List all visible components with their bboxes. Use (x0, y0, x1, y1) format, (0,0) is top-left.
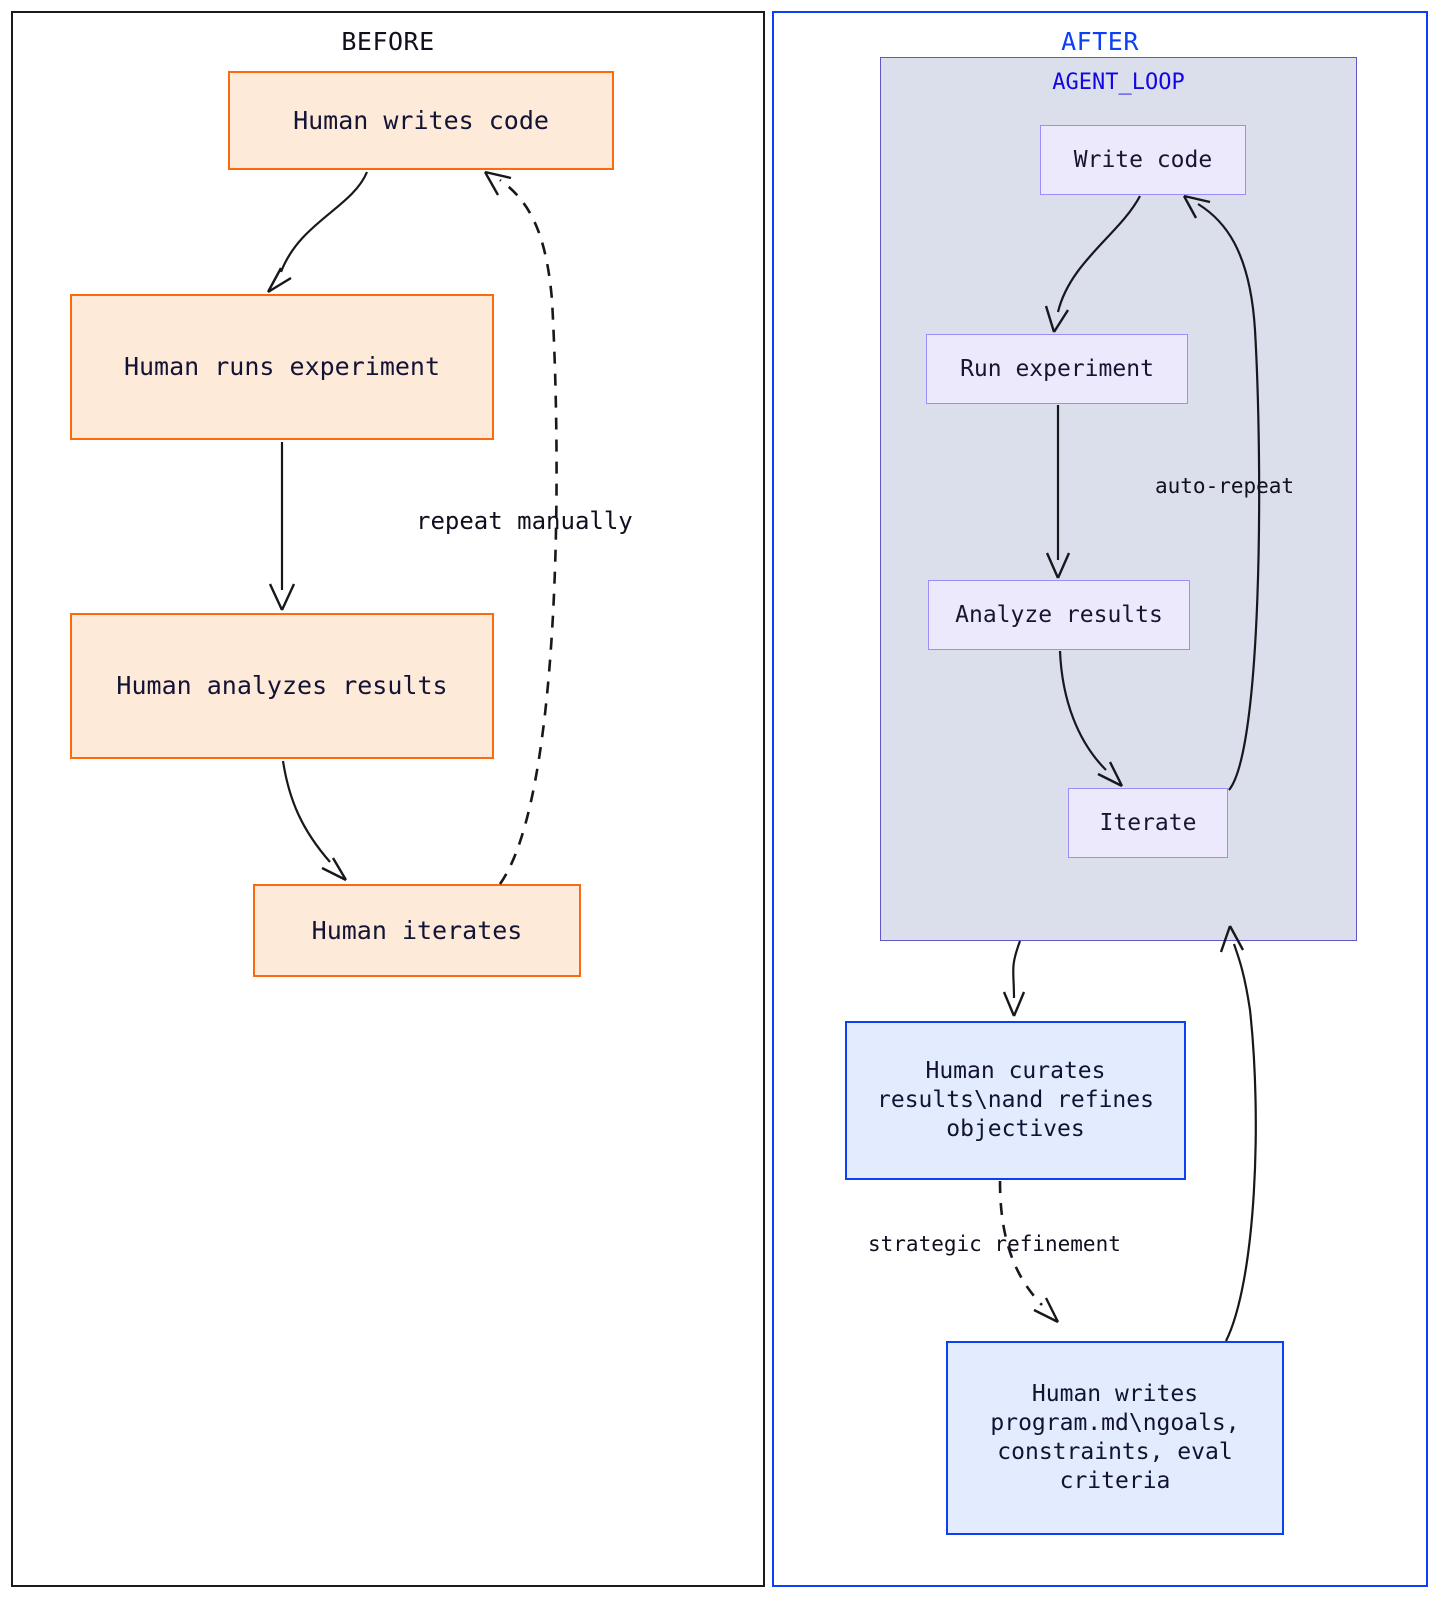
panel-before-title: BEFORE (341, 27, 435, 56)
panel-before: BEFORE (11, 11, 765, 1587)
edge-label-auto-repeat: auto-repeat (1155, 474, 1295, 498)
node-analyze-results[interactable]: Analyze results (928, 580, 1190, 650)
node-human-iterates[interactable]: Human iterates (253, 884, 581, 977)
edge-label-repeat-manually: repeat manually (416, 507, 633, 535)
node-human-writes-program-md[interactable]: Human writes program.md\ngoals, constrai… (946, 1341, 1284, 1535)
panel-after: AFTER (772, 11, 1428, 1587)
node-human-analyzes-results[interactable]: Human analyzes results (70, 613, 494, 759)
node-human-curates-results[interactable]: Human curates results\nand refines objec… (845, 1021, 1186, 1180)
node-run-experiment[interactable]: Run experiment (926, 334, 1188, 404)
node-write-code[interactable]: Write code (1040, 125, 1246, 195)
subgraph-agent-loop-title: AGENT_LOOP (1052, 70, 1185, 95)
node-human-writes-code[interactable]: Human writes code (228, 71, 614, 170)
node-iterate[interactable]: Iterate (1068, 788, 1228, 858)
panel-after-title: AFTER (1061, 27, 1139, 56)
edge-label-strategic-refinement: strategic refinement (868, 1232, 1121, 1256)
node-human-runs-experiment[interactable]: Human runs experiment (70, 294, 494, 440)
